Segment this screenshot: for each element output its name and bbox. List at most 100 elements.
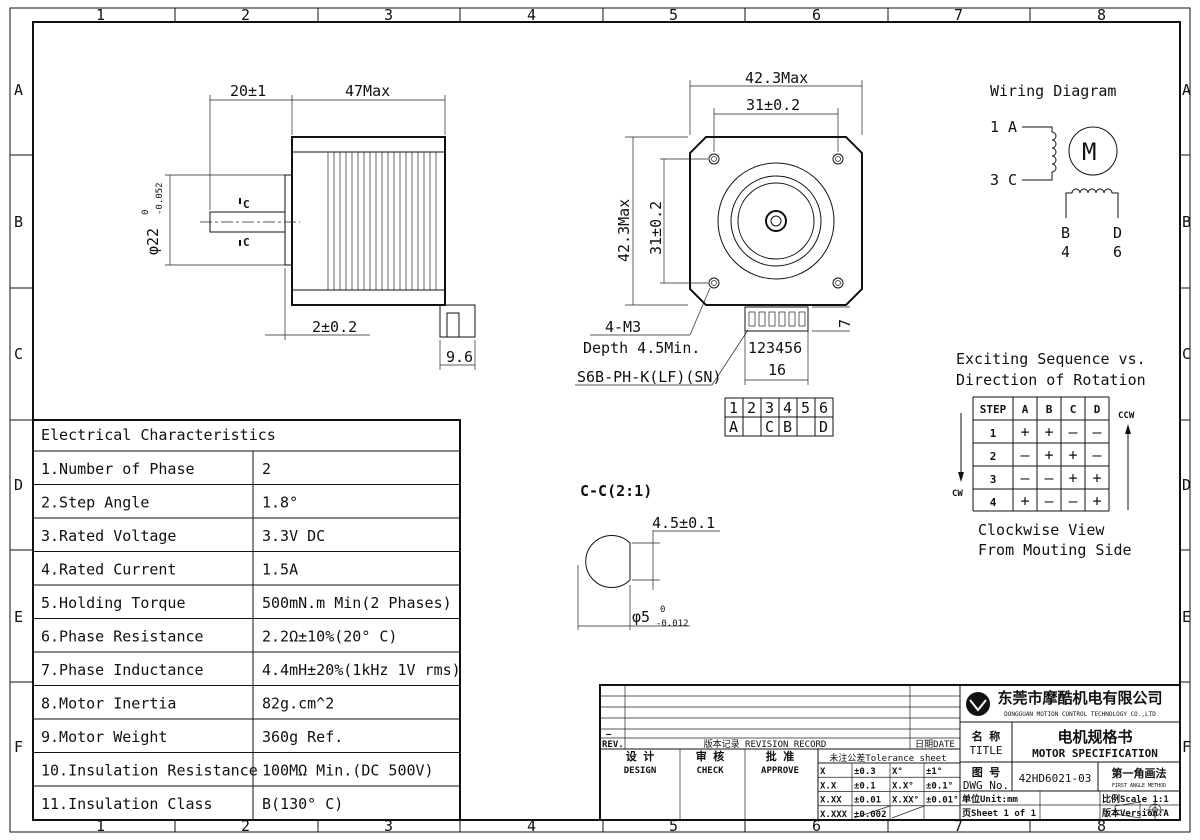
unit-label: 单位Unit:mm [962, 793, 1019, 805]
dim-connector: 9.6 [446, 348, 473, 366]
exciting-sequence: Exciting Sequence vs. Direction of Rotat… [952, 350, 1146, 559]
column-marker: 5 [669, 817, 678, 835]
lead-b-num: 4 [1061, 243, 1070, 261]
row-marker: B [1182, 213, 1191, 231]
spec-label: 1.Number of Phase [41, 460, 195, 478]
spec-value: 360g Ref. [262, 728, 343, 746]
dim-tol-upper: 0 [141, 210, 151, 215]
tolerance-cell: ±0.002 [854, 810, 887, 820]
connector-pin-icon [758, 311, 766, 327]
mounting-hole-icon [832, 277, 844, 289]
drawing-number: 42HD6021-03 [1019, 772, 1092, 785]
sequence-cell: — [1092, 423, 1102, 441]
dim-flat: 4.5±0.1 [652, 514, 715, 532]
tolerance-cell: ±0.1 [854, 781, 876, 791]
tolerance-cell: ±0.01 [854, 796, 881, 806]
row-marker: C [14, 345, 23, 363]
tolerance-cell: X.XXX [820, 810, 848, 820]
sequence-cell: 2 [990, 450, 997, 463]
pin-number: 4 [783, 399, 792, 417]
row-marker: A [1182, 81, 1191, 99]
mounting-hole-icon [708, 277, 720, 289]
title-cn: 电机规格书 [1057, 728, 1132, 746]
spec-label: 11.Insulation Class [41, 795, 213, 813]
column-marker: 1 [96, 817, 105, 835]
spec-label: 5.Holding Torque [41, 594, 186, 612]
motor-symbol: M [1082, 138, 1096, 166]
pin-number: 6 [819, 399, 828, 417]
company-name-cn: 东莞市摩酷机电有限公司 [997, 689, 1162, 707]
sequence-cell: + [1092, 492, 1101, 510]
dim-dia-tol-upper: 0 [660, 605, 665, 615]
sequence-cell: + [1020, 492, 1029, 510]
connector-pin-icon [748, 311, 756, 327]
connector-pin-icon [788, 311, 796, 327]
row-marker: C [1182, 345, 1191, 363]
lead-c: 3 C [990, 171, 1017, 189]
pin-number: 1 [729, 399, 738, 417]
approve-en: APPROVE [761, 766, 799, 776]
column-marker: 2 [241, 6, 250, 24]
spec-label: 2.Step Angle [41, 494, 149, 512]
sequence-cell: + [1020, 423, 1029, 441]
section-mark-bottom: C [243, 236, 250, 249]
column-marker: 3 [384, 817, 393, 835]
spec-label: 7.Phase Inductance [41, 661, 204, 679]
projection-cn: 第一角画法 [1112, 766, 1167, 780]
column-marker: 2 [241, 817, 250, 835]
date-label: 日期DATE [915, 739, 955, 750]
title-en: MOTOR SPECIFICATION [1032, 747, 1158, 760]
tolerance-cell: X.X [820, 781, 837, 791]
pin-number: 5 [801, 399, 810, 417]
pin-numbers: 123456 [748, 339, 802, 357]
sequence-note-2: From Mouting Side [978, 541, 1132, 559]
pin-number: 2 [747, 399, 756, 417]
sequence-cell: — [1020, 469, 1030, 487]
section-view: C-C(2:1) 4.5±0.1 φ5 0 -0.012 [577, 482, 720, 630]
wiring-title: Wiring Diagram [990, 82, 1116, 100]
sequence-cell: — [1044, 469, 1054, 487]
sheet-label: 页Sheet 1 of 1 [962, 808, 1036, 819]
sequence-cell: 4 [990, 496, 997, 509]
tolerance-cell: ±0.01° [926, 796, 959, 806]
column-marker: 7 [954, 6, 963, 24]
sequence-header: STEP [980, 403, 1007, 416]
sequence-header: A [1022, 403, 1029, 416]
connector-pin-icon [778, 311, 786, 327]
dwg-label-en: DWG No. [963, 779, 1009, 792]
dim-hole-spacing: 31±0.2 [746, 96, 800, 114]
mounting-hole-icon [708, 153, 720, 165]
check-en: CHECK [696, 766, 724, 776]
spec-value: 2.2Ω±10%(20° C) [262, 628, 397, 646]
projection-en: FIRST ANGLE METHOD [1112, 783, 1166, 789]
mounting-hole-icon [832, 153, 844, 165]
sequence-header: B [1046, 403, 1053, 416]
sequence-cell: — [1020, 446, 1030, 464]
sequence-cell: + [1044, 446, 1053, 464]
hole-spec: 4-M3 [605, 318, 641, 336]
electrical-title: Electrical Characteristics [41, 426, 276, 444]
company-name-en: DONGGUAN MOTION CONTROL TECHNOLOGY CO.,L… [1004, 711, 1156, 718]
sequence-cell: + [1044, 423, 1053, 441]
spec-label: 3.Rated Voltage [41, 527, 176, 545]
row-marker: D [1182, 476, 1191, 494]
electrical-characteristics-table: Electrical Characteristics 1.Number of P… [32, 419, 461, 821]
row-marker: E [14, 608, 23, 626]
tolerance-cell: X [820, 767, 826, 777]
tolerance-cell: X.XX° [892, 796, 919, 806]
scale-label: 比例Scale 1:1 [1102, 793, 1169, 805]
dwg-label-cn: 图 号 [972, 766, 1001, 779]
column-marker: 6 [812, 6, 821, 24]
connector-pin-icon [798, 311, 806, 327]
sequence-cell: + [1068, 446, 1077, 464]
spec-value: 4.4mH±20%(1kHz 1V rms) [262, 661, 461, 679]
pin-number: 3 [765, 399, 774, 417]
sequence-header: D [1094, 403, 1101, 416]
sequence-title-1: Exciting Sequence vs. [956, 350, 1146, 368]
side-view: 20±1 47Max φ22 0 -0.052 C C 2±0.2 9.6 [141, 82, 476, 370]
front-view: 42.3Max 31±0.2 42.3Max 31±0.2 7 4-M3 Dep… [575, 69, 863, 386]
column-marker: 8 [1097, 6, 1106, 24]
tolerance-cell: X° [892, 767, 903, 777]
